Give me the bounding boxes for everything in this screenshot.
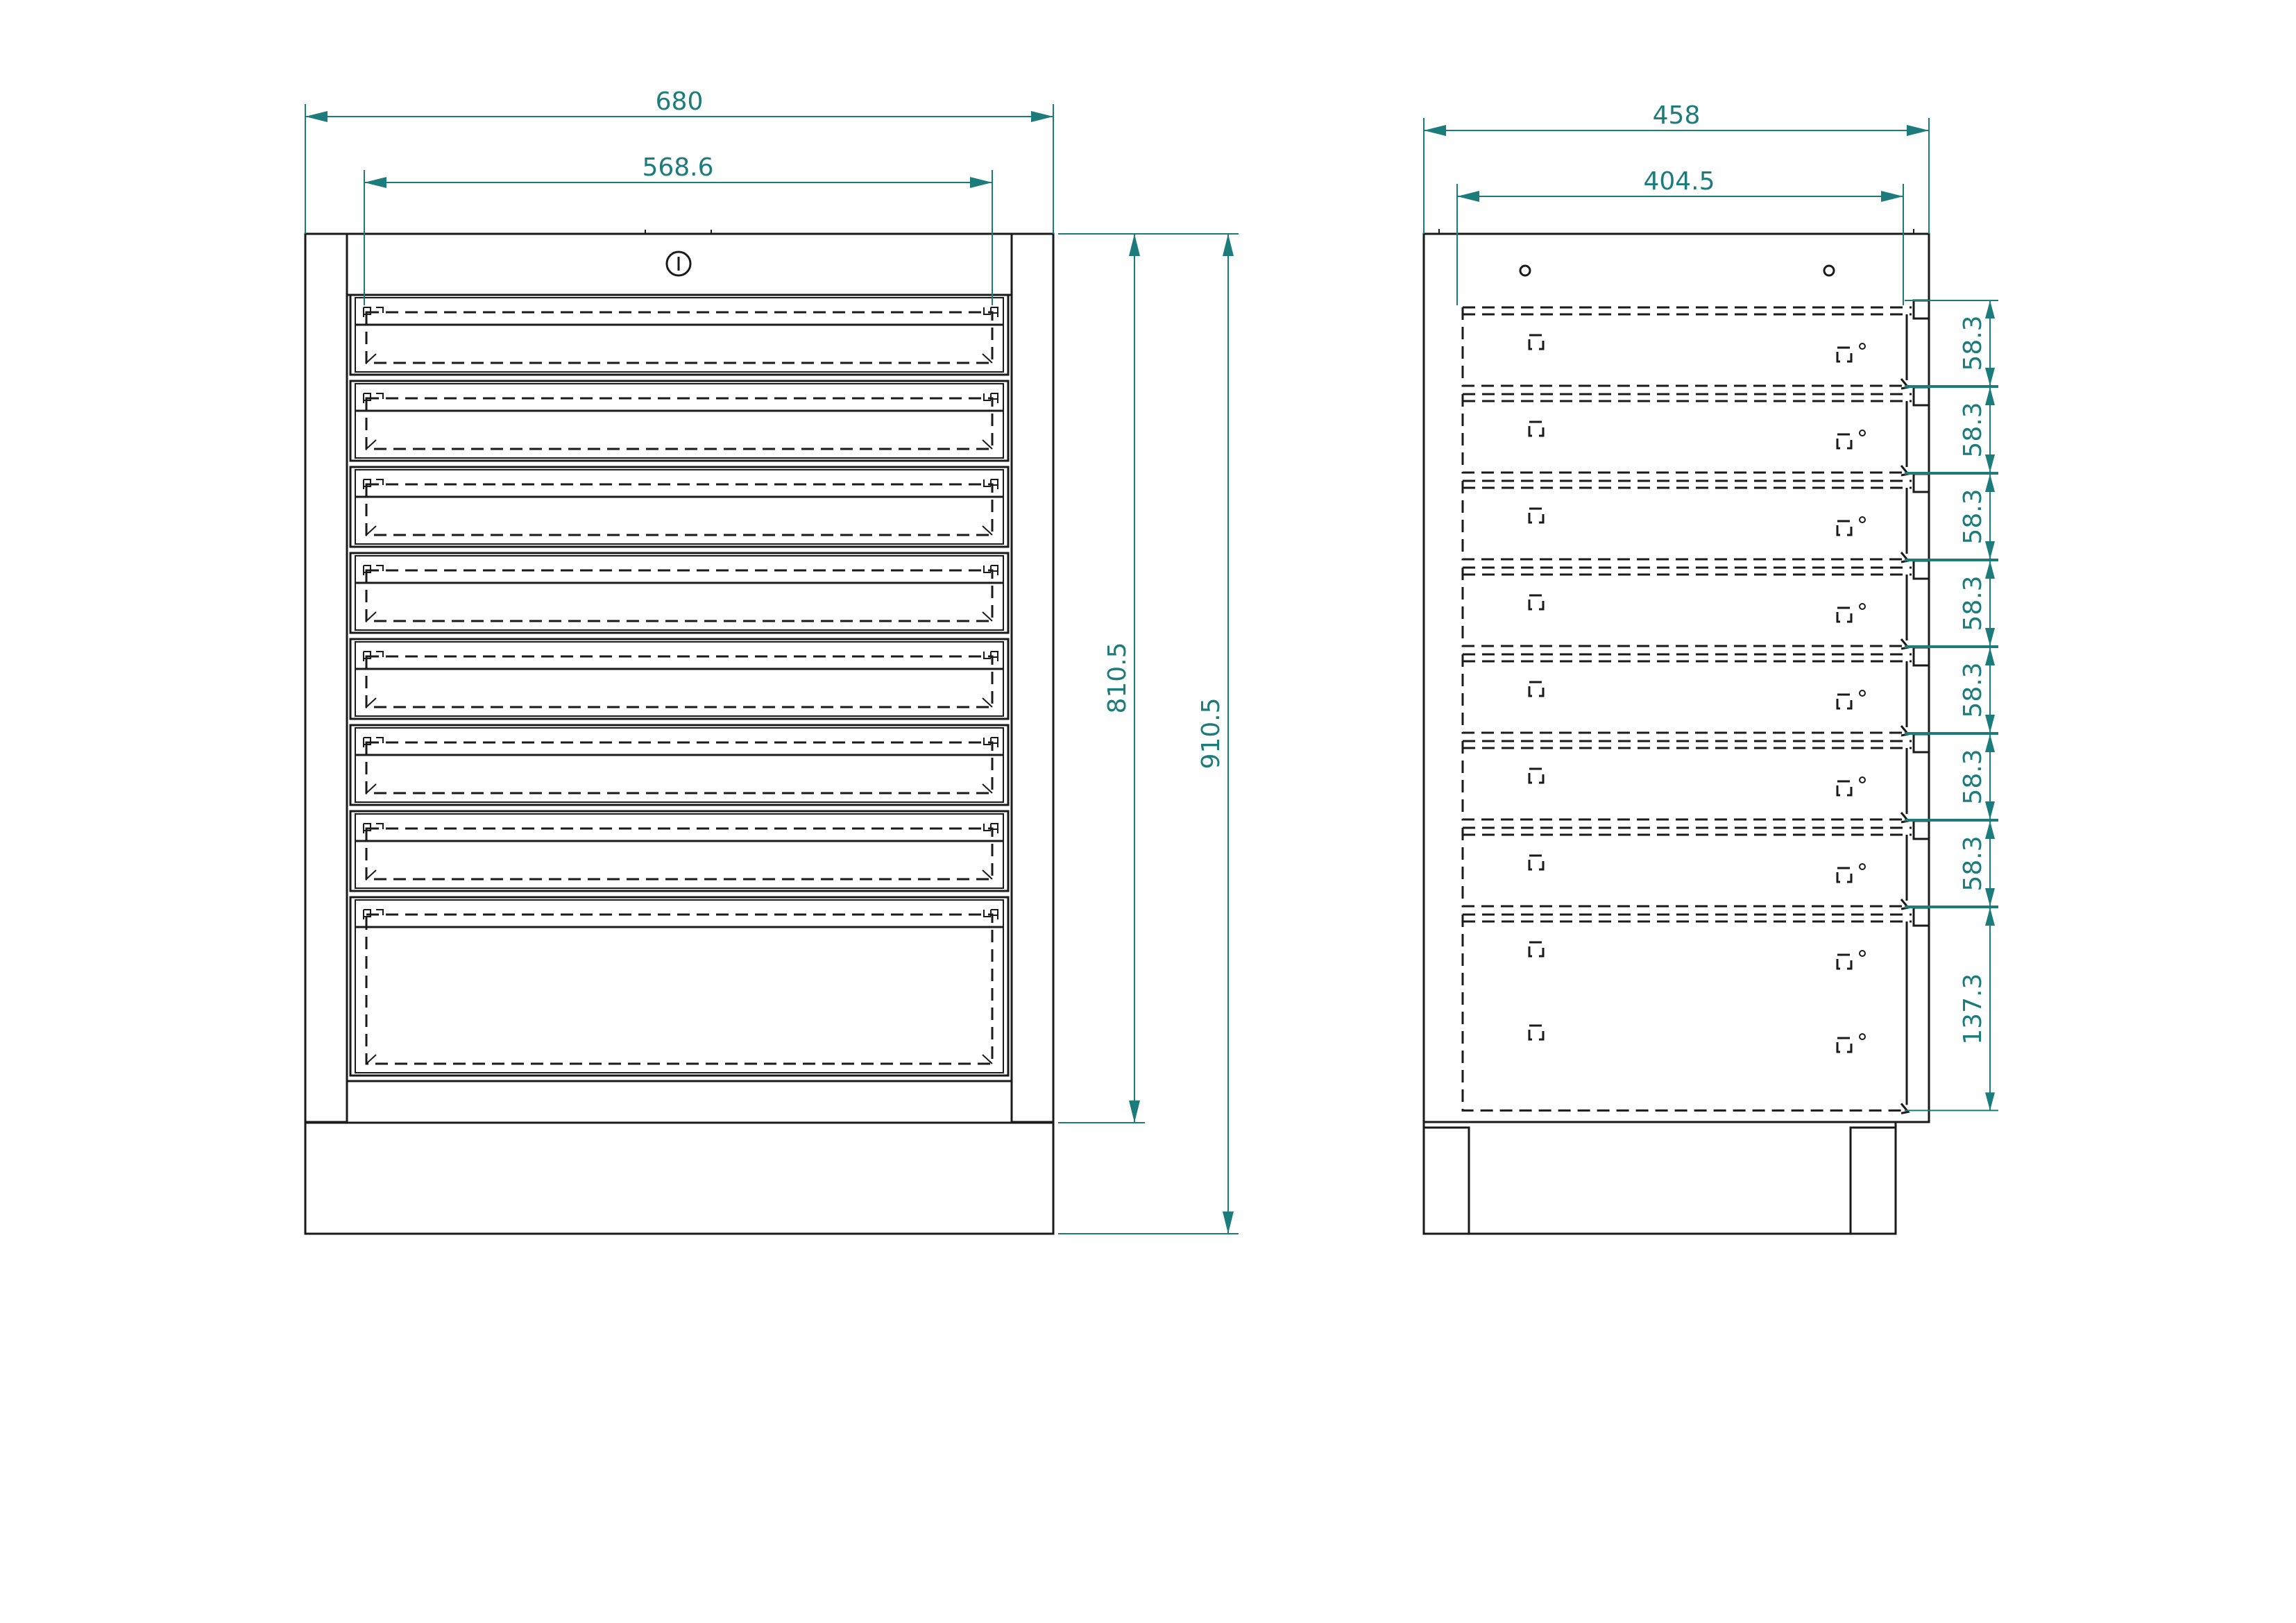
dim-drawer-height: 58.3 [1959,315,1987,371]
dim-inner-width: 568.6 [642,153,713,182]
side-drawer [1461,819,1930,910]
dim-drawer-height: 58.3 [1959,662,1987,717]
side-drawer [1461,559,1930,650]
front-drawer [349,380,1010,462]
side-drawer [1461,473,1930,563]
side-drawer [1461,386,1930,477]
dim-overall-height: 910.5 [1197,697,1225,769]
dim-overall-width: 680 [656,87,704,116]
front-drawers [349,294,1010,1077]
front-drawer [349,896,1010,1077]
plinth [304,1121,1055,1235]
bottom-strip [346,1080,1013,1124]
side-body [1422,232,1930,1123]
dim-inner-depth: 404.5 [1643,167,1715,196]
right-post [1010,232,1055,1123]
front-drawer [349,638,1010,720]
rear-leg [1849,1126,1897,1235]
front-drawer [349,724,1010,806]
dim-body-height: 810.5 [1103,642,1132,713]
lock-icon [665,250,692,277]
front-drawer [349,552,1010,634]
mount-hole-icon [1519,264,1531,277]
drawer-height-dimensions: 58.3 58.3 58.3 58.3 58.3 58.3 58.3 137.3 [1905,300,1998,1112]
front-dimensions: 680 568.6 810.5 910.5 [305,87,1239,1234]
dim-drawer-height: 58.3 [1959,575,1987,631]
dim-drawer-height: 137.3 [1959,974,1987,1045]
side-drawer [1461,906,1930,1114]
left-post [304,232,348,1123]
dim-overall-depth: 458 [1653,101,1701,130]
dim-drawer-height: 58.3 [1959,488,1987,544]
side-drawer [1461,646,1930,737]
front-drawer [349,294,1010,376]
mount-hole-icon [1823,264,1835,277]
dim-drawer-height: 58.3 [1959,749,1987,804]
side-drawer [1461,733,1930,824]
side-view [1422,229,1930,1235]
front-drawer [349,810,1010,892]
side-drawers [1461,299,1930,1114]
front-drawer [349,466,1010,548]
front-leg [1422,1126,1470,1235]
front-view [304,230,1055,1235]
dim-drawer-height: 58.3 [1959,402,1987,457]
dim-drawer-height: 58.3 [1959,835,1987,891]
side-dimensions: 458 404.5 58.3 58.3 58.3 58.3 58.3 58.3 58.3 13… [1423,101,1998,1112]
side-drawer [1461,299,1930,390]
